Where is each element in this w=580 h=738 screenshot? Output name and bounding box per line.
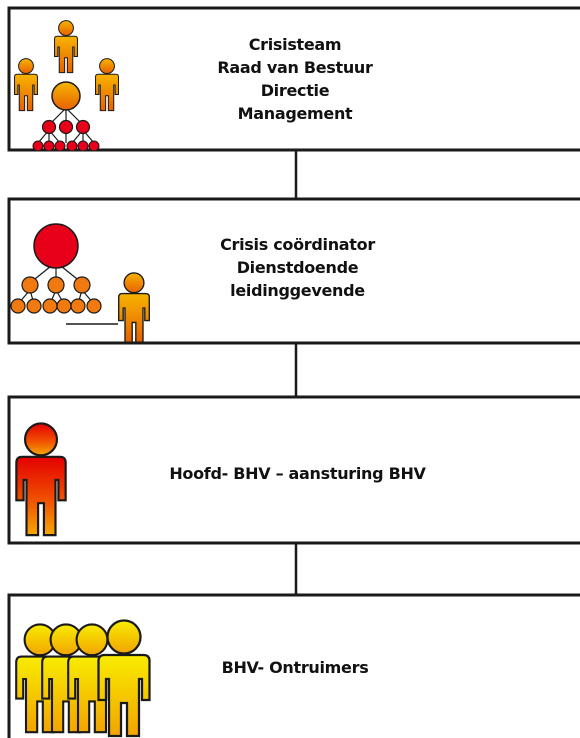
level-4-label: BHV- Ontruimers (190, 656, 400, 679)
level-1-line-1: Crisisteam (248, 35, 342, 54)
level-1-label: Crisisteam Raad van Bestuur Directie Man… (180, 33, 410, 125)
level-box-1 (7, 6, 580, 152)
bhv-group-icon (14, 619, 151, 738)
head-bhv-person-icon (15, 422, 67, 537)
level-2-line-3: leidinggevende (230, 281, 365, 300)
level-box-2 (7, 197, 580, 345)
level-3-label: Hoofd- BHV – aansturing BHV (150, 462, 445, 485)
executive-hierarchy-icon (13, 20, 120, 152)
level-1-line-4: Management (237, 104, 353, 123)
level-2-line-1: Crisis coördinator (220, 235, 375, 254)
level-box-3 (7, 395, 580, 545)
level-3-line-1: Hoofd- BHV – aansturing BHV (169, 464, 426, 483)
level-1-line-3: Directie (260, 81, 330, 100)
level-box-4 (7, 593, 580, 738)
level-1-line-2: Raad van Bestuur (217, 58, 373, 77)
level-4-line-1: BHV- Ontruimers (221, 658, 369, 677)
level-2-label: Crisis coördinator Dienstdoende leidingg… (175, 233, 420, 302)
level-2-line-2: Dienstdoende (236, 258, 359, 277)
level-boxes (7, 6, 580, 738)
coordinator-hierarchy-icon (10, 223, 151, 343)
